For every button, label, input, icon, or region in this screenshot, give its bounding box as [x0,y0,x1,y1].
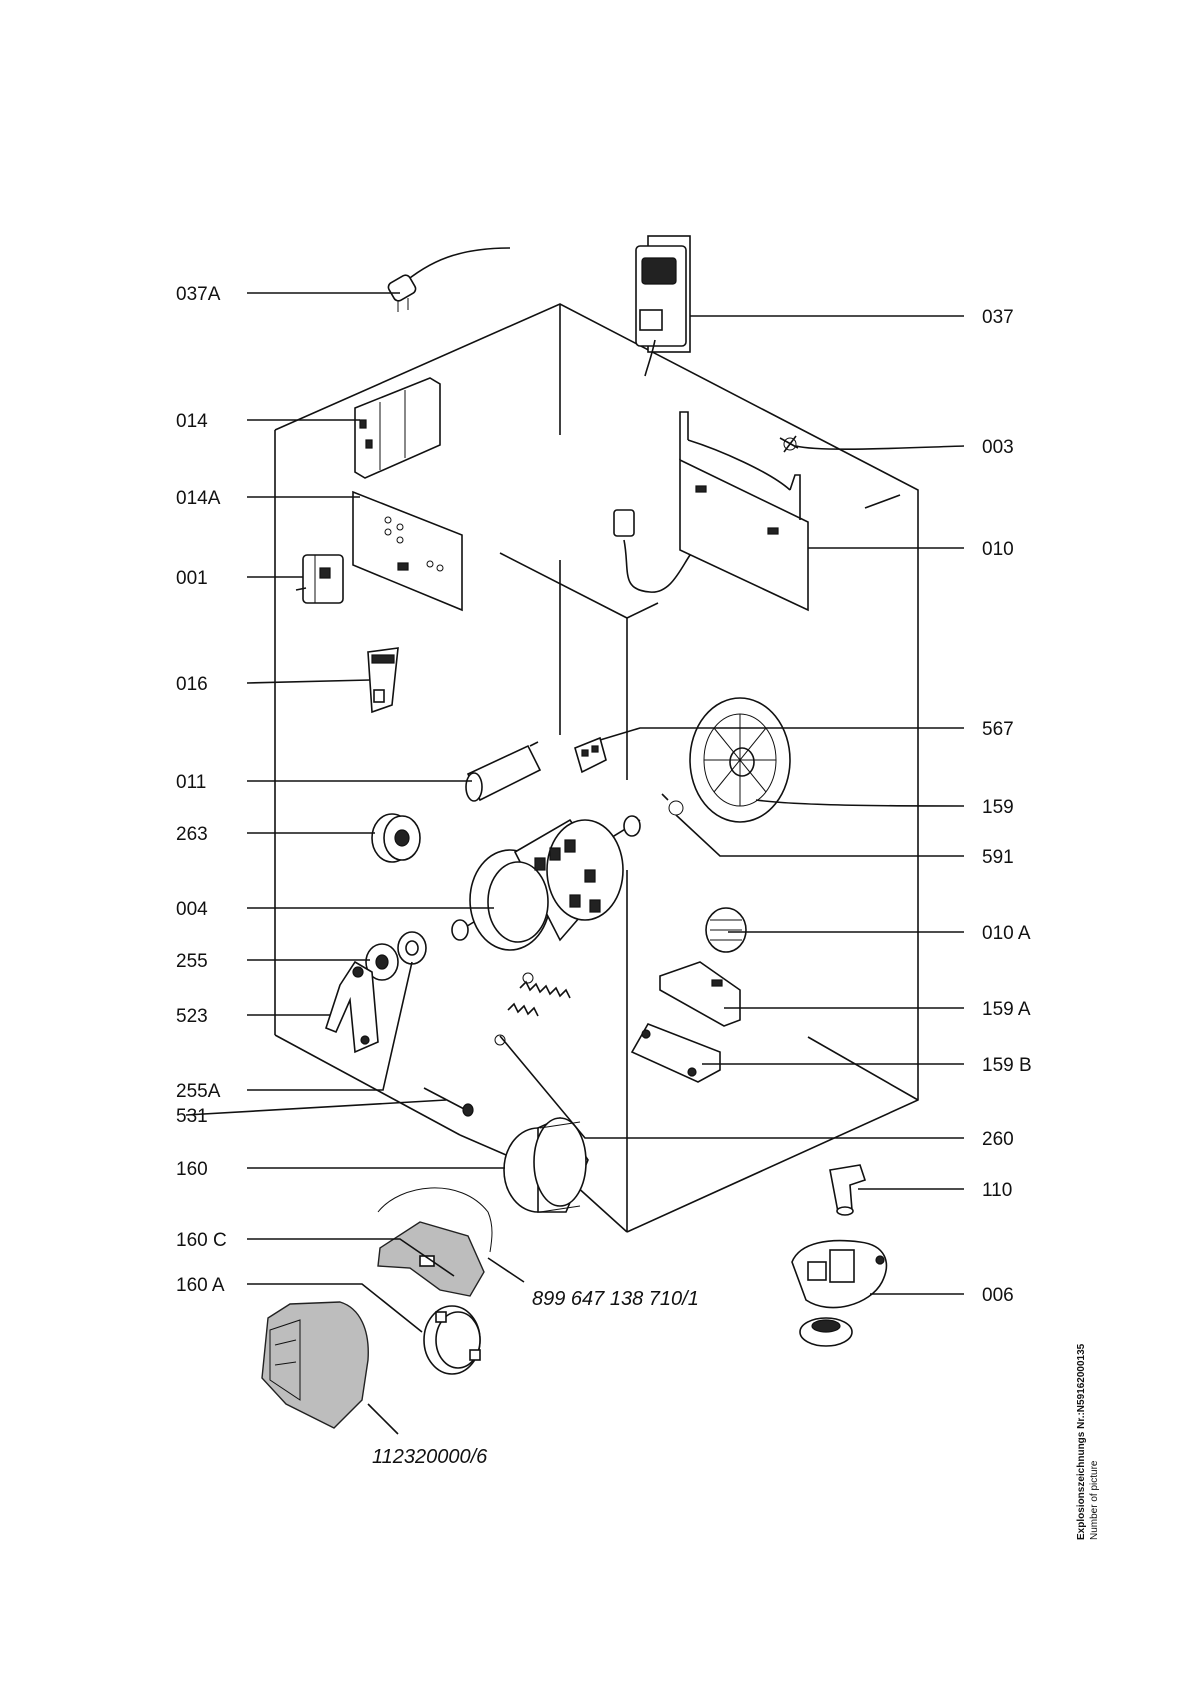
part-004-motor [451,815,641,951]
label-010A: 010 A [982,923,1031,944]
part-037-module [635,235,691,377]
leader-kit-112 [367,1403,399,1435]
picture-number-caption: Explosionszeichnungs Nr.:N59162000135 Nu… [1076,1343,1100,1540]
label-263: 263 [176,824,208,845]
leader-260 [499,1035,964,1139]
label-255A: 255A [176,1081,221,1102]
label-159A: 159 A [982,999,1031,1020]
label-011: 011 [176,772,206,793]
label-567: 567 [982,719,1014,740]
part-255-roller [365,943,399,981]
leader-567 [599,727,964,741]
label-010: 010 [982,539,1014,560]
label-016: 016 [176,674,208,695]
part-159A-cover [659,961,741,1027]
label-003: 003 [982,437,1014,458]
label-037A: 037A [176,284,221,305]
part-011-capacitor [465,741,542,802]
kit-number-insulation: 112320000/6 [372,1446,488,1468]
part-006-pump [791,1239,888,1347]
part-160-fan [503,1116,589,1213]
label-523: 523 [176,1006,208,1027]
part-016-clip [367,647,399,714]
label-014A: 014A [176,488,221,509]
part-001-switch [295,554,344,604]
caption-drawing-number: Explosionszeichnungs Nr.:N59162000135 [1076,1343,1087,1540]
leader-160C [247,1238,455,1277]
part-003-cable-clip [779,435,799,453]
leader-lines [185,292,965,1435]
leader-591 [675,814,964,857]
label-006: 006 [982,1285,1014,1306]
part-531-screw [423,1087,474,1117]
label-004: 004 [176,899,208,920]
leader-255A [247,961,413,1091]
part-255A-washer [397,931,427,965]
part-insulation-cover [261,1301,369,1429]
part-160C-cover [377,1187,493,1297]
label-260: 260 [982,1129,1014,1150]
label-014: 014 [176,411,208,432]
leader-016 [246,679,371,684]
label-531: 531 [176,1106,208,1127]
leader-159 [755,799,965,807]
label-160A: 160 A [176,1275,225,1296]
part-591-spring-clip [661,793,684,816]
part-014-control-unit [354,377,441,479]
leader-531 [185,1099,447,1116]
part-159B-plate [630,1023,721,1083]
label-159: 159 [982,797,1014,818]
part-110-hose [829,1164,867,1216]
part-037A-plug [387,247,511,312]
leader-160A [247,1283,423,1333]
label-037: 037 [982,307,1014,328]
part-263-pulley [371,813,421,863]
housing-outline [274,303,919,1233]
part-014A-circuit-board [352,490,463,612]
label-110: 110 [982,1180,1012,1201]
part-010-bracket [613,411,809,612]
leader-003 [795,445,965,450]
part-010A-thermostat [705,907,747,953]
part-260-spring [494,972,571,1046]
label-159B: 159 B [982,1055,1032,1076]
label-001: 001 [176,568,208,589]
part-159-fan-wheel [689,697,791,823]
part-567-connector [574,736,607,774]
part-523-bracket [325,960,379,1054]
right-labels: 037 003 010 567 159 591 010 A 159 A 159 … [982,307,1032,1306]
label-591: 591 [982,847,1014,868]
kit-number-fan-cover: 899 647 138 710/1 [532,1288,699,1310]
left-labels: 037A 014 014A 001 016 011 263 004 255 52… [176,284,227,1296]
label-160: 160 [176,1159,208,1180]
label-160C: 160 C [176,1230,227,1251]
caption-number-of-picture: Number of picture [1089,1460,1100,1540]
leader-kit-899 [487,1257,525,1283]
label-255: 255 [176,951,208,972]
part-160A-ring [423,1305,481,1375]
